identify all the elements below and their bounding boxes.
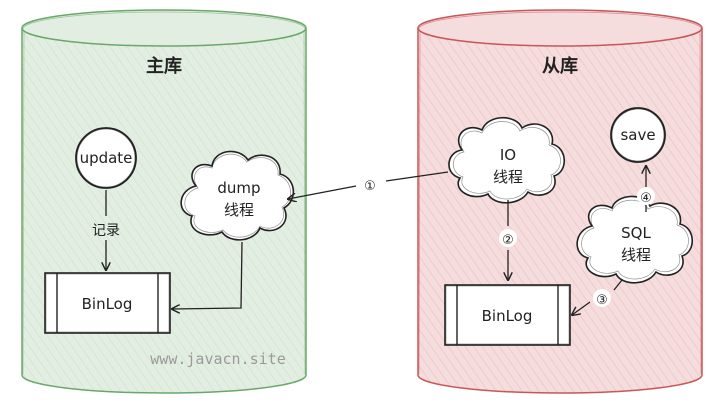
save-node: save [610,107,666,163]
io-label-line2: 线程 [493,168,523,186]
step2-arrow: ② [499,200,517,280]
update-node: update [75,127,137,189]
master-binlog-box: BinLog [44,272,171,334]
step4-label: ④ [640,191,652,206]
step2-label: ② [502,233,514,248]
step1-label: ① [364,179,376,194]
record-label: 记录 [92,223,120,239]
dump-label-line2: 线程 [224,201,254,219]
slave-title: 从库 [542,55,578,77]
record-arrow: 记录 [92,190,120,270]
update-label: update [80,149,133,167]
save-label: save [620,126,655,144]
dump-label-line1: dump [217,179,260,197]
dump-to-binlog-arrow [172,241,243,309]
master-title: 主库 [146,55,182,77]
step1-arrow: ① [288,171,449,199]
watermark: www.javacn.site [150,350,285,368]
step3-label: ③ [596,293,608,308]
slave-binlog-box: BinLog [444,284,571,346]
step4-arrow: ④ [637,166,655,212]
sql-thread-cloud: SQL 线程 [576,195,694,284]
dump-thread-cloud: dump 线程 [180,150,295,241]
sql-label-line1: SQL [621,224,651,242]
slave-binlog-label: BinLog [482,307,533,325]
io-thread-cloud: IO 线程 [448,116,566,204]
sql-label-line2: 线程 [621,246,651,264]
step3-arrow: ③ [572,279,623,315]
io-label-line1: IO [500,146,516,164]
master-binlog-label: BinLog [82,295,133,313]
